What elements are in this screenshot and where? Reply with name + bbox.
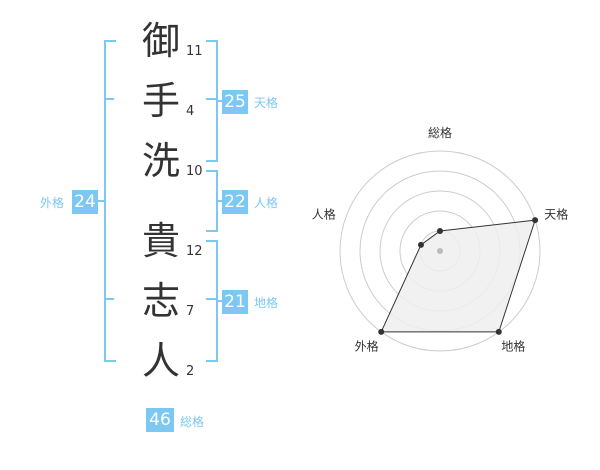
radar-area bbox=[380, 219, 536, 333]
stroke-count-4: 12 bbox=[186, 244, 203, 259]
gaikaku-bracket-connector bbox=[96, 200, 104, 202]
stroke-count-6: 2 bbox=[186, 364, 195, 379]
tenkaku-label: 天格 bbox=[254, 96, 279, 110]
tenkaku-bracket-tick bbox=[206, 98, 216, 100]
chikaku-bracket-tick bbox=[206, 298, 216, 300]
name-char-4: 貴 bbox=[141, 219, 180, 263]
chikaku-badge: 21 bbox=[222, 290, 248, 314]
radar-axis-label: 総格 bbox=[428, 125, 452, 140]
gaikaku-badge: 24 bbox=[72, 190, 98, 214]
radar-ring bbox=[339, 150, 541, 352]
radar-point-5 bbox=[417, 241, 424, 248]
radar-axis-label: 外格 bbox=[355, 338, 379, 353]
tenkaku-badge: 25 bbox=[222, 90, 248, 114]
gaikaku-bracket bbox=[104, 40, 116, 362]
radar-point-3 bbox=[495, 328, 502, 335]
stroke-count-5: 7 bbox=[186, 304, 195, 319]
stroke-count-1: 11 bbox=[186, 44, 203, 59]
gaikaku-bracket-tick bbox=[104, 98, 114, 100]
jinkaku-bracket-connector bbox=[216, 200, 222, 202]
chikaku-bracket-connector bbox=[216, 300, 222, 302]
chikaku-label: 地格 bbox=[254, 296, 279, 310]
radar-axis-label: 天格 bbox=[544, 207, 568, 222]
jinkaku-badge: 22 bbox=[222, 190, 248, 214]
stroke-count-3: 10 bbox=[186, 164, 203, 179]
name-char-2: 手 bbox=[141, 79, 180, 123]
radar-center bbox=[437, 248, 443, 254]
tenkaku-bracket-connector bbox=[216, 100, 222, 102]
soukaku-label: 総格 bbox=[180, 415, 205, 429]
gaikaku-label: 外格 bbox=[40, 196, 65, 210]
gaikaku-bracket-tick bbox=[104, 298, 114, 300]
name-char-3: 洗 bbox=[141, 139, 180, 183]
name-char-5: 志 bbox=[141, 279, 180, 323]
name-char-6: 人 bbox=[141, 339, 180, 383]
radar-axis-label: 地格 bbox=[501, 338, 525, 353]
jinkaku-label: 人格 bbox=[254, 196, 279, 210]
radar-point-2 bbox=[532, 217, 539, 224]
radar-point-1 bbox=[437, 228, 443, 234]
soukaku-badge: 46 bbox=[146, 408, 174, 432]
name-char-1: 御 bbox=[141, 19, 180, 63]
radar-axis-label: 人格 bbox=[312, 207, 336, 222]
radar-point-4 bbox=[378, 328, 385, 335]
stroke-count-2: 4 bbox=[186, 104, 195, 119]
